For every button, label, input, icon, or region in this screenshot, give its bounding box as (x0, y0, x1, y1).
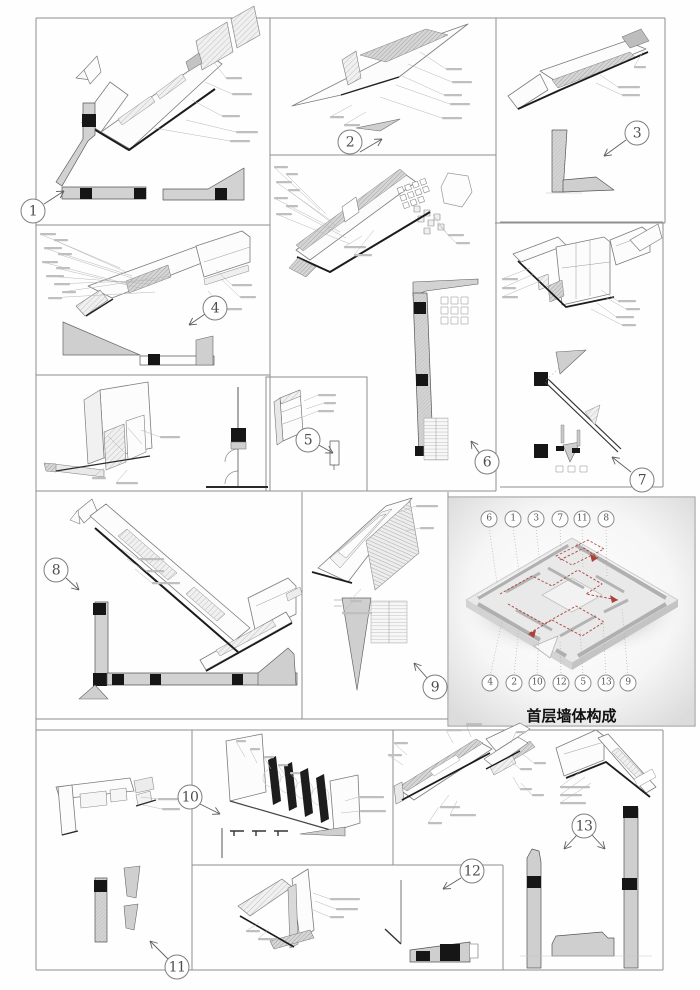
key-number-top-11: 11 (573, 510, 591, 528)
panel-borders (35, 17, 696, 971)
key-number-top-8: 8 (597, 510, 615, 528)
key-number-bottom-9: 9 (619, 674, 637, 692)
key-panel-render (449, 498, 694, 725)
key-number-top-7: 7 (551, 510, 569, 528)
key-number-top-6: 6 (480, 510, 498, 528)
panel-number-badge-6: 6 (474, 449, 500, 475)
circulation-arrowheads (528, 554, 618, 638)
panel-number-badge-5: 5 (295, 427, 321, 453)
panel-number-badge-7: 7 (629, 467, 655, 493)
panel-2-drawing (291, 23, 469, 132)
panel-number-badge-8: 8 (43, 557, 69, 583)
panel-8-drawing (69, 498, 303, 700)
key-number-bottom-2: 2 (505, 674, 523, 692)
key-number-bottom-13: 13 (597, 674, 615, 692)
key-number-bottom-12: 12 (552, 674, 570, 692)
panel-9-drawing (311, 497, 420, 691)
key-number-bottom-10: 10 (528, 674, 546, 692)
key-caption: 首层墙体构成 (526, 707, 617, 725)
panel-11-drawing (55, 776, 157, 943)
panel-number-badge-4: 4 (202, 295, 228, 321)
panel-number-badge-2: 2 (337, 129, 363, 155)
circulation-path (499, 547, 619, 637)
panel-1-drawing (55, 5, 261, 201)
key-number-bottom-4: 4 (481, 674, 499, 692)
panel-6-drawing (273, 168, 479, 470)
panel-7-drawing (512, 223, 663, 473)
panel-number-badge-3: 3 (624, 120, 650, 146)
panel-12-drawing (237, 722, 536, 963)
panel-10-drawing (221, 733, 361, 858)
panel-number-badge-13: 13 (571, 813, 597, 839)
panel-number-badge-12: 12 (459, 858, 485, 884)
key-number-top-3: 3 (527, 510, 545, 528)
panel-number-badge-9: 9 (422, 674, 448, 700)
panel-door-drawing (43, 381, 268, 488)
panel-number-badge-11: 11 (164, 954, 190, 980)
key-number-top-1: 1 (504, 510, 522, 528)
panel-number-badge-10: 10 (177, 784, 203, 810)
key-leader-lines (488, 526, 629, 677)
annotation-marks (39, 47, 646, 941)
key-number-bottom-5: 5 (574, 674, 592, 692)
panel-13-drawing (483, 729, 657, 969)
panel-number-badge-1: 1 (20, 198, 46, 224)
panel-3-drawing (507, 28, 650, 194)
